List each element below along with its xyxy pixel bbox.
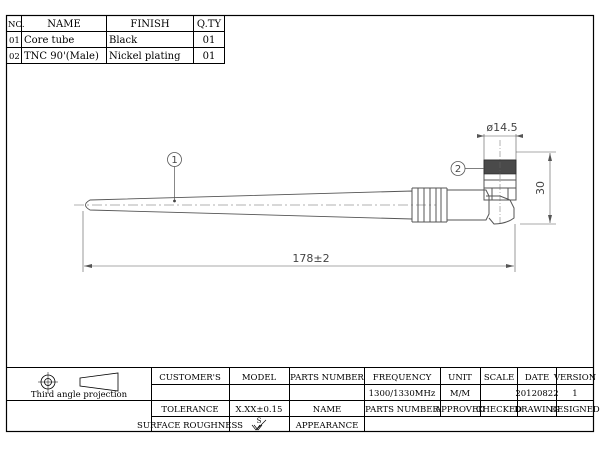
- row2-finish: Nickel plating: [109, 51, 181, 62]
- tb-drawing: DRAWING: [514, 405, 560, 415]
- tb-customers: CUSTOMER'S: [159, 373, 221, 383]
- dim-diameter-label: ø14.5: [486, 121, 517, 134]
- callout-2: 2: [450, 161, 484, 176]
- tb-designed: DESIGNED: [550, 405, 600, 415]
- core-tube: [85, 190, 413, 220]
- dim-height-label: 30: [534, 181, 547, 195]
- row1-qty: 01: [203, 35, 216, 46]
- tb-frequency: FREQUENCY: [373, 373, 432, 383]
- elbow: [486, 195, 515, 225]
- dim-height: 30: [516, 151, 556, 225]
- projection-symbol: [38, 372, 119, 392]
- tb-tolerance-value: X.XX±0.15: [236, 405, 283, 415]
- tb-version-value: 1: [572, 389, 577, 399]
- callout-2-label: 2: [455, 164, 461, 175]
- tb-unit: UNIT: [448, 373, 472, 383]
- callout-1: 1: [167, 152, 182, 203]
- row2-qty: 01: [203, 51, 216, 62]
- tb-appearance: APPEARANCE: [295, 421, 359, 431]
- hinge: [447, 189, 490, 221]
- tb-model: MODEL: [242, 373, 277, 383]
- tb-parts-number-2: PARTS NUMBER: [365, 405, 439, 415]
- title-block: Third angle projection CUSTOMER'S MODEL …: [6, 367, 600, 432]
- row1-finish: Black: [109, 35, 138, 46]
- header-qty: Q.TY: [197, 19, 222, 30]
- roughness-symbol: S: [251, 417, 267, 431]
- tb-date-value: 20120822: [515, 389, 558, 399]
- projection-label: Third angle projection: [31, 390, 128, 400]
- tb-approved: APPROVED: [434, 405, 485, 415]
- dim-length-label: 178±2: [292, 252, 329, 265]
- header-finish: FINISH: [130, 19, 169, 30]
- grip-rings: [411, 187, 448, 223]
- tb-tolerance: TOLERANCE: [161, 405, 218, 415]
- tb-name: NAME: [313, 405, 341, 415]
- row1-name: Core tube: [24, 35, 74, 46]
- dim-diameter: ø14.5: [477, 121, 523, 160]
- row2-no: 02: [9, 52, 20, 62]
- dim-length: 178±2: [82, 211, 516, 272]
- header-name: NAME: [47, 19, 81, 30]
- tb-scale: SCALE: [484, 373, 514, 383]
- tb-frequency-value: 1300/1330MHz: [369, 389, 436, 399]
- antenna-drawing: [74, 140, 517, 225]
- row2-name: TNC 90'(Male): [24, 51, 99, 62]
- row1-no: 01: [9, 36, 20, 46]
- callout-1-label: 1: [171, 155, 177, 166]
- parts-table: NO. NAME FINISH Q.TY 01 Core tube Black …: [6, 15, 225, 64]
- tb-surface-roughness: SURFACE ROUGHNESS: [137, 421, 243, 431]
- header-no: NO.: [8, 20, 25, 30]
- tb-parts-number: PARTS NUMBER: [290, 373, 364, 383]
- tb-version: VERSION: [553, 373, 597, 383]
- roughness-symbol-label: S: [257, 417, 262, 425]
- sheet-border: [5, 14, 595, 433]
- tb-checked: CHECKED: [476, 405, 522, 415]
- tb-date: DATE: [525, 373, 549, 383]
- tb-unit-value: M/M: [450, 389, 471, 399]
